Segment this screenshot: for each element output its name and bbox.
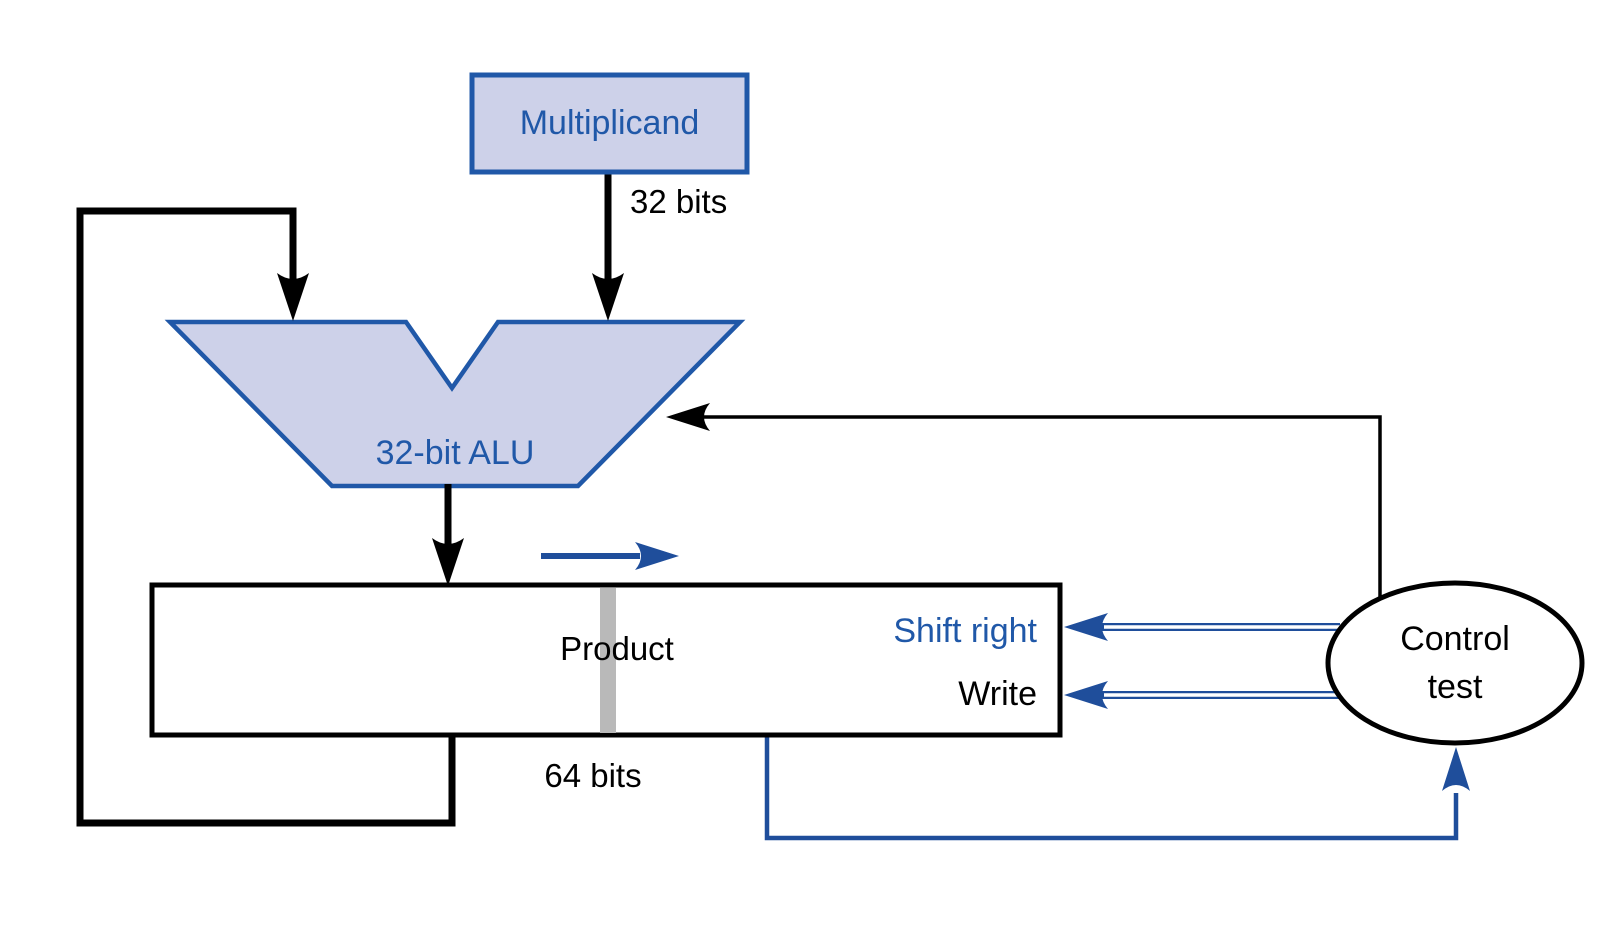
- product-to-control-line: [764, 735, 1459, 841]
- multiplicand-label: Multiplicand: [519, 104, 700, 142]
- product-feedback-loop-line: [76, 207, 456, 827]
- control-test-label: Control test: [1328, 615, 1582, 711]
- shift-direction-arrow: [541, 542, 679, 570]
- feedback-into-alu-arrowhead: [666, 403, 710, 431]
- alu-into-product-arrowhead: [432, 538, 464, 586]
- write-signal-label: Write: [958, 675, 1037, 713]
- loop-into-alu-arrowhead: [277, 273, 309, 321]
- alu-shape: [164, 319, 746, 489]
- shift-right-signal-label: Shift right: [893, 612, 1037, 650]
- multiplicand-bus-width-label: 32 bits: [630, 183, 728, 220]
- write-into-product-arrowhead: [1064, 681, 1108, 709]
- alu-label: 32-bit ALU: [375, 434, 535, 472]
- into-control-test-arrowhead: [1442, 747, 1470, 791]
- multiplicand-into-alu-arrowhead: [592, 273, 624, 321]
- register-half-divider: [600, 588, 616, 733]
- multiplicand-register: [469, 72, 750, 175]
- control-feedback-line: [702, 415, 1382, 600]
- control-test-label-line2: test: [1427, 668, 1483, 706]
- product-label: Product: [560, 630, 674, 667]
- shift-right-into-product-arrowhead: [1064, 613, 1108, 641]
- product-bus-width-label: 64 bits: [544, 757, 642, 794]
- control-test-oval: [1325, 580, 1585, 746]
- control-test-label-line1: Control: [1400, 620, 1510, 658]
